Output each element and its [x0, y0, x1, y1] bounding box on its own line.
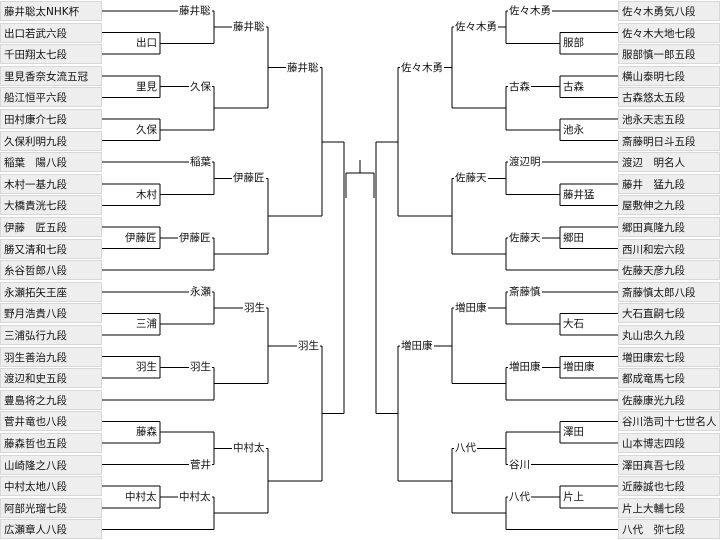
player-entry: 横山泰明七段 — [618, 65, 720, 86]
winner-label: 藤井聡 — [286, 60, 320, 75]
player-entry: 船江恒平六段 — [0, 87, 102, 108]
player-entry: 増田康宏七段 — [618, 346, 720, 367]
player-entry: 近藤誠也七段 — [618, 476, 720, 497]
winner-label: 藤井聡 — [178, 4, 212, 18]
winner-label: 羽生 — [297, 338, 320, 353]
winner-label: 増田康 — [454, 301, 488, 315]
player-entry: 久保利明九段 — [0, 130, 102, 151]
player-entry: 服部慎一郎五段 — [618, 44, 720, 65]
player-entry: 西川和宏六段 — [618, 238, 720, 259]
winner-label: 谷川 — [508, 457, 531, 472]
winner-label: 久保 — [189, 79, 212, 94]
player-entry: 佐々木勇気八段 — [618, 1, 720, 21]
player-entry: 豊島将之九段 — [0, 389, 102, 410]
player-entry: 野月浩貴八段 — [0, 303, 102, 324]
winner-label: 佐藤天 — [508, 230, 542, 245]
winner-label: 佐々木勇 — [508, 4, 552, 18]
winner-label: 澤田 — [562, 425, 585, 440]
player-entry: 羽生善治九段 — [0, 346, 102, 367]
player-entry: 池永天志五段 — [618, 109, 720, 129]
player-entry: 渡辺 明名人 — [618, 152, 720, 173]
winner-label: 久保 — [135, 122, 158, 137]
player-entry: 木村一基九段 — [0, 173, 102, 194]
winner-label: 羽生 — [243, 301, 266, 315]
player-entry: 糸谷哲郎八段 — [0, 260, 102, 281]
winner-label: 片上 — [562, 490, 585, 504]
winner-label: 藤森 — [135, 425, 158, 440]
winner-label: 中村太 — [232, 441, 266, 456]
winner-label: 藤井猛 — [562, 187, 596, 202]
winner-label: 佐藤天 — [454, 171, 488, 186]
player-entry: 斎藤慎太郎八段 — [618, 281, 720, 302]
winner-label: 伊藤匠 — [232, 171, 266, 186]
player-entry: 谷川浩司十七世名人 — [618, 411, 720, 432]
winner-label: 八代 — [454, 441, 477, 456]
winner-label: 羽生 — [135, 360, 158, 375]
player-entry: 山崎隆之八段 — [0, 454, 102, 475]
winner-label: 増田康 — [508, 360, 542, 375]
player-entry: 藤森哲也五段 — [0, 433, 102, 453]
player-entry: 八代 弥七段 — [618, 519, 720, 540]
winner-label: 羽生 — [189, 360, 212, 375]
winner-label: 中村太 — [124, 490, 158, 504]
player-entry: 千田翔太七段 — [0, 44, 102, 65]
winner-label: 永瀬 — [189, 284, 212, 299]
winner-label: 木村 — [135, 187, 158, 202]
player-entry: 大石直嗣七段 — [618, 303, 720, 324]
player-entry: 永瀬拓矢王座 — [0, 281, 102, 302]
player-entry: 澤田真吾七段 — [618, 454, 720, 475]
player-entry: 勝又清和七段 — [0, 238, 102, 259]
winner-label: 渡辺明 — [508, 155, 542, 170]
player-entry: 三浦弘行九段 — [0, 325, 102, 345]
player-entry: 出口若武六段 — [0, 22, 102, 43]
winner-label: 服部 — [562, 36, 585, 51]
player-entry: 佐藤天彦九段 — [618, 260, 720, 281]
player-entry: 伊藤 匠五段 — [0, 217, 102, 237]
winner-label: 斎藤慎 — [508, 284, 542, 299]
player-entry: 佐藤康光九段 — [618, 389, 720, 410]
player-entry: 郷田真隆九段 — [618, 217, 720, 237]
player-entry: 渡辺和史五段 — [0, 368, 102, 389]
player-entry: 古森悠太五段 — [618, 87, 720, 108]
winner-label: 増田康 — [562, 360, 596, 375]
winner-label: 菅井 — [189, 457, 212, 472]
winner-label: 池永 — [562, 122, 585, 137]
winner-label: 増田康 — [400, 338, 434, 353]
winner-label: 出口 — [135, 36, 158, 51]
winner-label: 古森 — [508, 79, 531, 94]
player-entry: 稲葉 陽八段 — [0, 152, 102, 173]
player-entry: 斎藤明日斗五段 — [618, 130, 720, 151]
player-entry: 広瀬章人八段 — [0, 519, 102, 540]
player-entry: 丸山忠久九段 — [618, 325, 720, 345]
winner-label: 伊藤匠 — [178, 230, 212, 245]
winner-label: 大石 — [562, 317, 585, 332]
winner-label: 里見 — [135, 79, 158, 94]
player-entry: 大橋貴洸七段 — [0, 195, 102, 216]
winner-label: 郷田 — [562, 230, 585, 245]
winner-label: 佐々木勇 — [454, 20, 498, 35]
player-entry: 藤井 猛九段 — [618, 173, 720, 194]
player-entry: 里見香奈女流五冠 — [0, 65, 102, 86]
player-entry: 都成竜馬七段 — [618, 368, 720, 389]
winner-label: 稲葉 — [189, 155, 212, 170]
player-entry: 菅井竜也八段 — [0, 411, 102, 432]
player-entry: 山本博志四段 — [618, 433, 720, 453]
winner-label: 佐々木勇 — [400, 60, 444, 75]
winner-label: 伊藤匠 — [124, 230, 158, 245]
player-entry: 中村太地八段 — [0, 476, 102, 497]
winner-label: 中村太 — [178, 490, 212, 504]
winner-label: 古森 — [562, 79, 585, 94]
player-entry: 田村康介七段 — [0, 109, 102, 129]
player-entry: 屋敷伸之九段 — [618, 195, 720, 216]
winner-label: 八代 — [508, 490, 531, 504]
player-entry: 片上大輔七段 — [618, 497, 720, 518]
player-entry: 藤井聡太NHK杯 — [0, 1, 102, 21]
player-entry: 阿部光瑠七段 — [0, 497, 102, 518]
winner-label: 三浦 — [135, 317, 158, 332]
winner-label: 藤井聡 — [232, 20, 266, 35]
player-entry: 佐々木大地七段 — [618, 22, 720, 43]
